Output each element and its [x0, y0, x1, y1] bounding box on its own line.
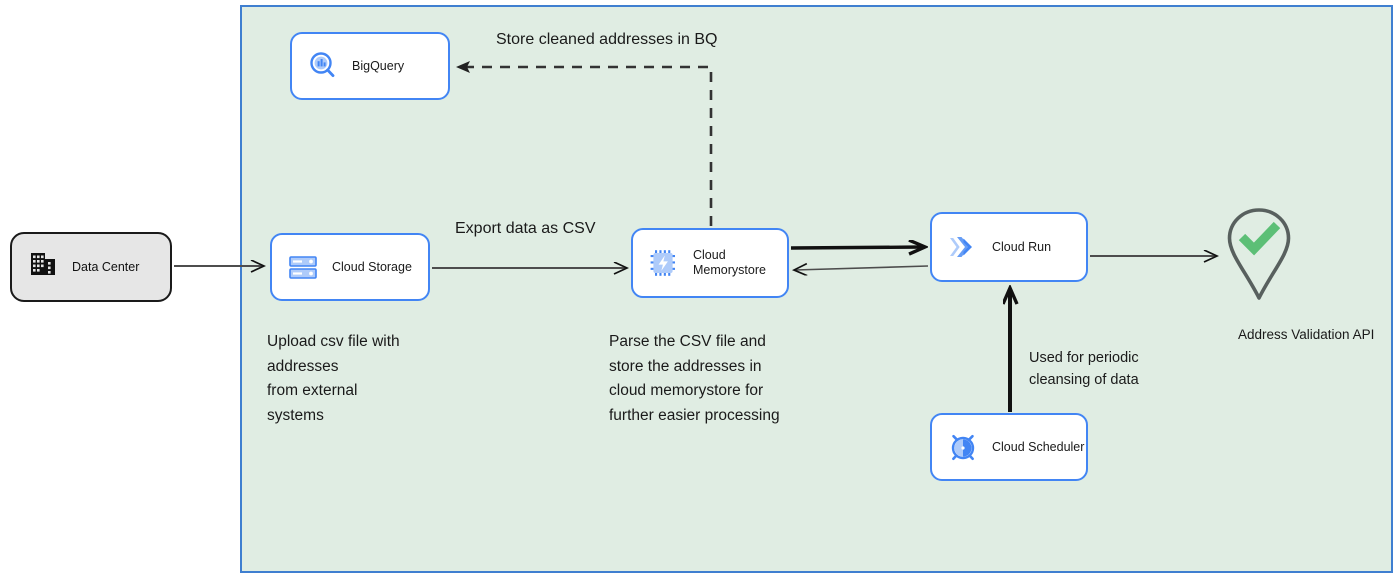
- cloud-scheduler-icon: [946, 430, 980, 464]
- cloud-run-icon: [946, 230, 980, 264]
- node-bigquery[interactable]: BigQuery: [290, 32, 450, 100]
- node-cloud-run[interactable]: Cloud Run: [930, 212, 1088, 282]
- node-cloud-storage[interactable]: Cloud Storage: [270, 233, 430, 301]
- node-data-center[interactable]: Data Center: [10, 232, 172, 302]
- edge-label-export-csv: Export data as CSV: [455, 220, 596, 237]
- node-bigquery-label: BigQuery: [352, 58, 405, 73]
- node-cloud-scheduler[interactable]: Cloud Scheduler: [930, 413, 1088, 481]
- data-center-icon: [28, 250, 58, 285]
- annotation-parse-csv: Parse the CSV file and store the address…: [609, 333, 780, 424]
- node-cloud-storage-label: Cloud Storage: [332, 259, 412, 274]
- node-cloud-memorystore-label: Cloud Memorystore: [693, 248, 766, 277]
- bigquery-icon: [306, 49, 340, 83]
- node-address-validation-api-label: Address Validation API: [1238, 327, 1375, 342]
- check-icon: [1238, 221, 1281, 256]
- annotation-periodic-cleansing: Used for periodic cleansing of data: [1029, 350, 1139, 388]
- edge-label-store-in-bq: Store cleaned addresses in BQ: [496, 31, 718, 48]
- node-cloud-run-label: Cloud Run: [992, 239, 1052, 254]
- cloud-storage-icon: [286, 250, 320, 284]
- map-pin-outline: [1227, 208, 1291, 300]
- node-cloud-scheduler-label: Cloud Scheduler: [992, 439, 1085, 454]
- cloud-memorystore-icon: [647, 246, 681, 280]
- node-cloud-memorystore[interactable]: Cloud Memorystore: [631, 228, 789, 298]
- node-address-validation-api[interactable]: [1222, 206, 1296, 302]
- annotation-upload-csv: Upload csv file with addresses from exte…: [267, 333, 400, 424]
- node-data-center-label: Data Center: [72, 260, 140, 274]
